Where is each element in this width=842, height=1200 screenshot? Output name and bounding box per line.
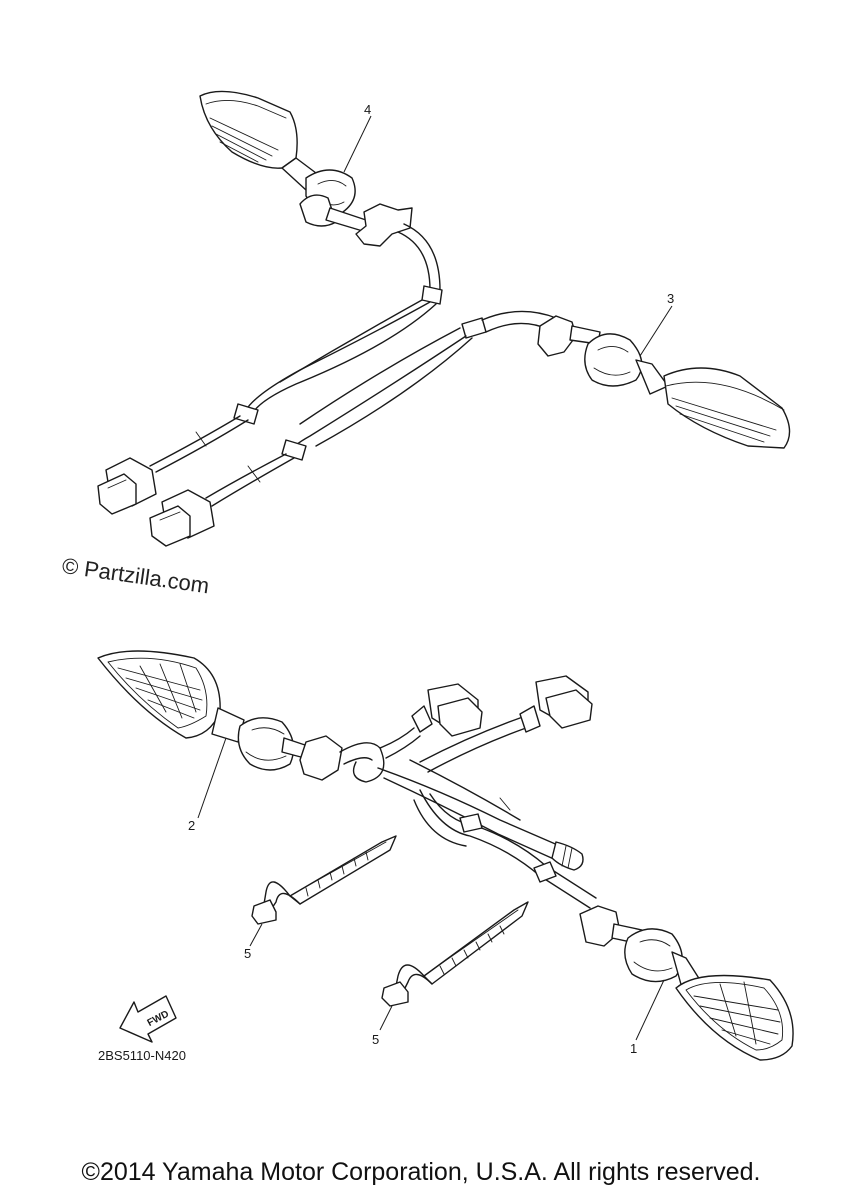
callout-5a: 5 (244, 946, 251, 961)
cable-tie-5-lower (381, 901, 529, 1007)
callout-5b: 5 (372, 1032, 379, 1047)
wire-harness-4 (97, 223, 443, 515)
turn-signal-lamp-3 (537, 315, 791, 449)
copyright-notice: ©2014 Yamaha Motor Corporation, U.S.A. A… (81, 1158, 761, 1186)
reference-code: 2BS5110-N420 (98, 1048, 186, 1063)
turn-signal-lamp-1 (579, 905, 794, 1061)
callout-4: 4 (364, 102, 371, 117)
turn-signal-lamp-4 (199, 90, 413, 247)
forward-direction-arrow: FWD (119, 995, 177, 1043)
turn-signal-lamp-2 (97, 650, 343, 781)
callout-1: 1 (630, 1041, 637, 1056)
wire-harness-3 (149, 310, 557, 547)
callout-2: 2 (188, 818, 195, 833)
cable-tie-5-upper (251, 835, 397, 925)
wire-harness-bottom (339, 675, 597, 909)
callout-3: 3 (667, 291, 674, 306)
